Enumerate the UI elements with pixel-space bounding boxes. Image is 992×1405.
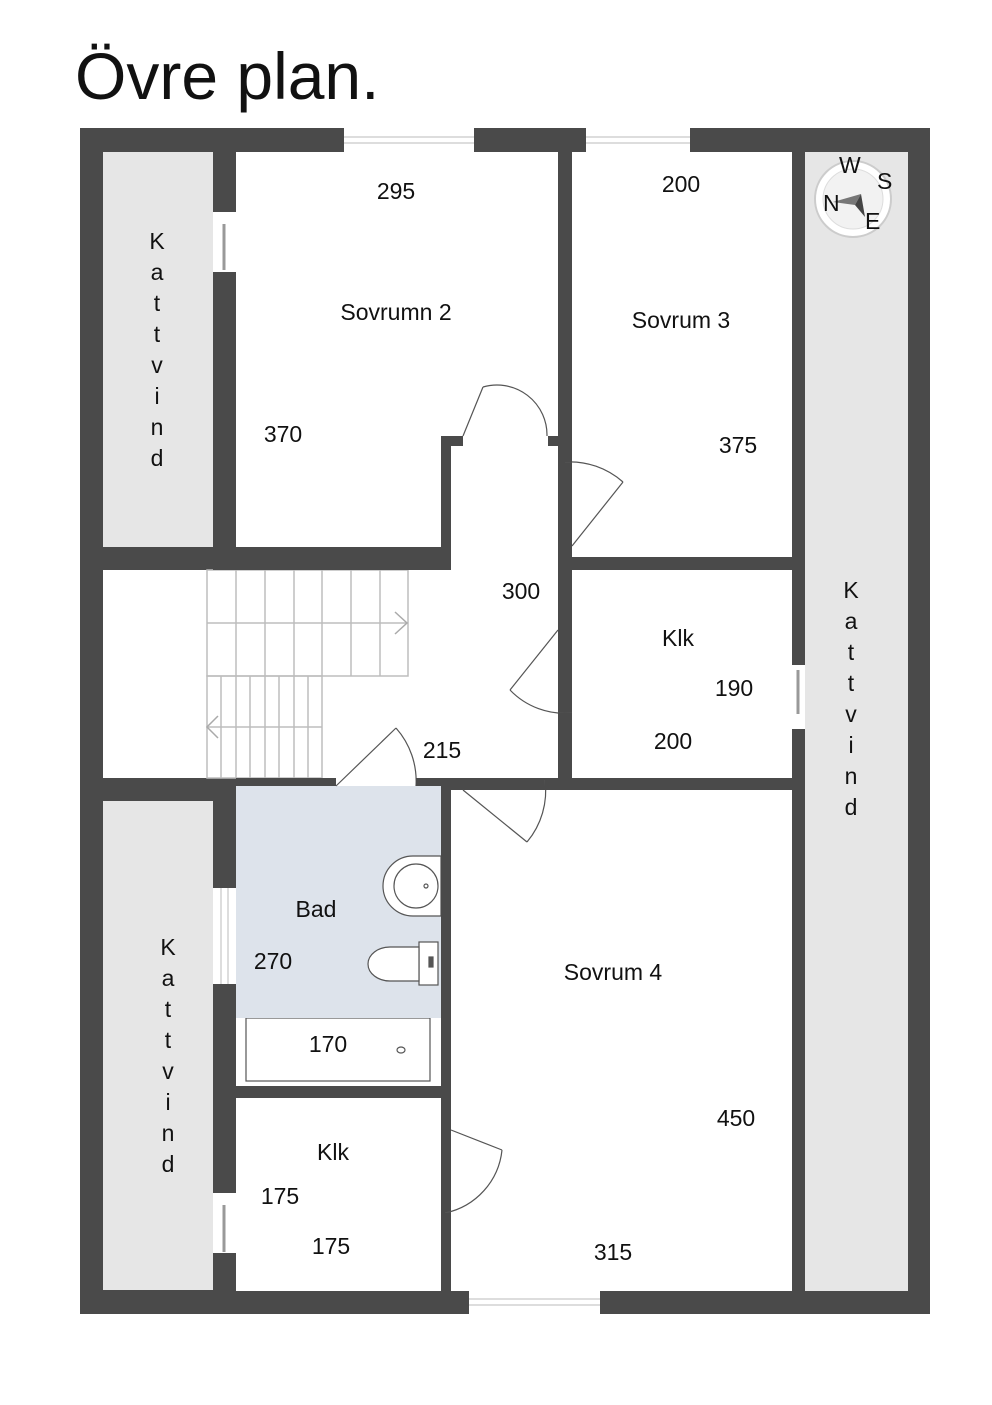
door <box>462 384 548 437</box>
kattvind-letter: v <box>845 701 857 727</box>
kattvind-letter: i <box>165 1089 170 1115</box>
kattvind-letter: d <box>845 794 858 820</box>
kattvind-letter: K <box>149 228 165 254</box>
interior-walls <box>213 152 805 1291</box>
klk-lower-name: Klk <box>317 1139 349 1165</box>
compass-letter-e: E <box>865 208 880 234</box>
compass-rose-icon: N W S E <box>814 152 892 238</box>
kattvind-letter: K <box>843 577 859 603</box>
kattvind-letter: t <box>165 1027 172 1053</box>
kattvind-letter: t <box>848 639 855 665</box>
compass-letter-s: S <box>877 168 892 194</box>
kattvind-letter: v <box>151 352 163 378</box>
attic-hatch <box>213 1193 236 1253</box>
window <box>586 128 690 152</box>
attic-hatch <box>213 212 236 272</box>
sovrum4-depth: 450 <box>717 1105 755 1131</box>
klk-lower-depth: 175 <box>261 1183 299 1209</box>
sovrum3-depth: 375 <box>719 432 757 458</box>
kattvind-right <box>805 152 908 1291</box>
hall-dim-b: 215 <box>423 737 461 763</box>
kattvind-letter: v <box>162 1058 174 1084</box>
kattvind-letter: K <box>160 934 176 960</box>
sink <box>382 855 442 917</box>
kattvind-letter: n <box>151 414 164 440</box>
kattvind-letter: t <box>848 670 855 696</box>
room-klk-lower <box>236 1098 441 1291</box>
compass-letter-n: N <box>823 190 840 216</box>
wall-segment <box>103 547 213 570</box>
kattvind-lower-left <box>103 801 213 1290</box>
kattvind-upper-left <box>103 152 213 547</box>
room-sovrum-4 <box>451 790 792 1291</box>
hall-dim-a: 300 <box>502 578 540 604</box>
kattvind-letter: a <box>151 259 164 285</box>
window <box>469 1291 600 1314</box>
sovrum2-depth: 370 <box>264 421 302 447</box>
kattvind-letter: i <box>154 383 159 409</box>
sovrum3-width: 200 <box>662 171 700 197</box>
kattvind-letter: d <box>162 1151 175 1177</box>
sovrum4-width: 315 <box>594 1239 632 1265</box>
toilet <box>367 941 439 986</box>
kattvind-letter: a <box>162 965 175 991</box>
window <box>344 128 474 152</box>
kattvind-letter: d <box>151 445 164 471</box>
kattvind-label-upper-left: K a t t v i n d <box>149 228 165 471</box>
klk-upper-width: 200 <box>654 728 692 754</box>
window <box>213 888 236 984</box>
room-sovrum-2 <box>236 152 558 556</box>
klk-upper-depth: 190 <box>715 675 753 701</box>
kattvind-letter: n <box>162 1120 175 1146</box>
kattvind-letter: a <box>845 608 858 634</box>
bad-depth: 270 <box>254 948 292 974</box>
klk-lower-width: 175 <box>312 1233 350 1259</box>
sovrum3-name: Sovrum 3 <box>632 307 730 333</box>
wall-segment <box>103 778 236 801</box>
sovrum2-width: 295 <box>377 178 415 204</box>
kattvind-letter: t <box>154 290 161 316</box>
bad-name: Bad <box>296 896 337 922</box>
compass-letter-w: W <box>839 152 861 178</box>
room-klk-upper <box>572 570 792 778</box>
kattvind-label-lower-left: K a t t v i n d <box>160 934 176 1177</box>
door <box>444 1129 503 1214</box>
room-sovrum-3 <box>572 152 792 557</box>
kattvind-letter: n <box>845 763 858 789</box>
bathtub <box>245 1017 431 1082</box>
page-title: Övre plan. <box>75 39 380 113</box>
sovrum2-name: Sovrumn 2 <box>340 299 451 325</box>
attic-hatch <box>792 665 805 729</box>
kattvind-letter: i <box>848 732 853 758</box>
staircase <box>205 569 409 779</box>
sovrum4-name: Sovrum 4 <box>564 959 663 985</box>
klk-upper-name: Klk <box>662 625 694 651</box>
kattvind-letter: t <box>165 996 172 1022</box>
kattvind-label-right: K a t t v i n d <box>843 577 859 820</box>
kattvind-letter: t <box>154 321 161 347</box>
bad-width: 170 <box>309 1031 347 1057</box>
